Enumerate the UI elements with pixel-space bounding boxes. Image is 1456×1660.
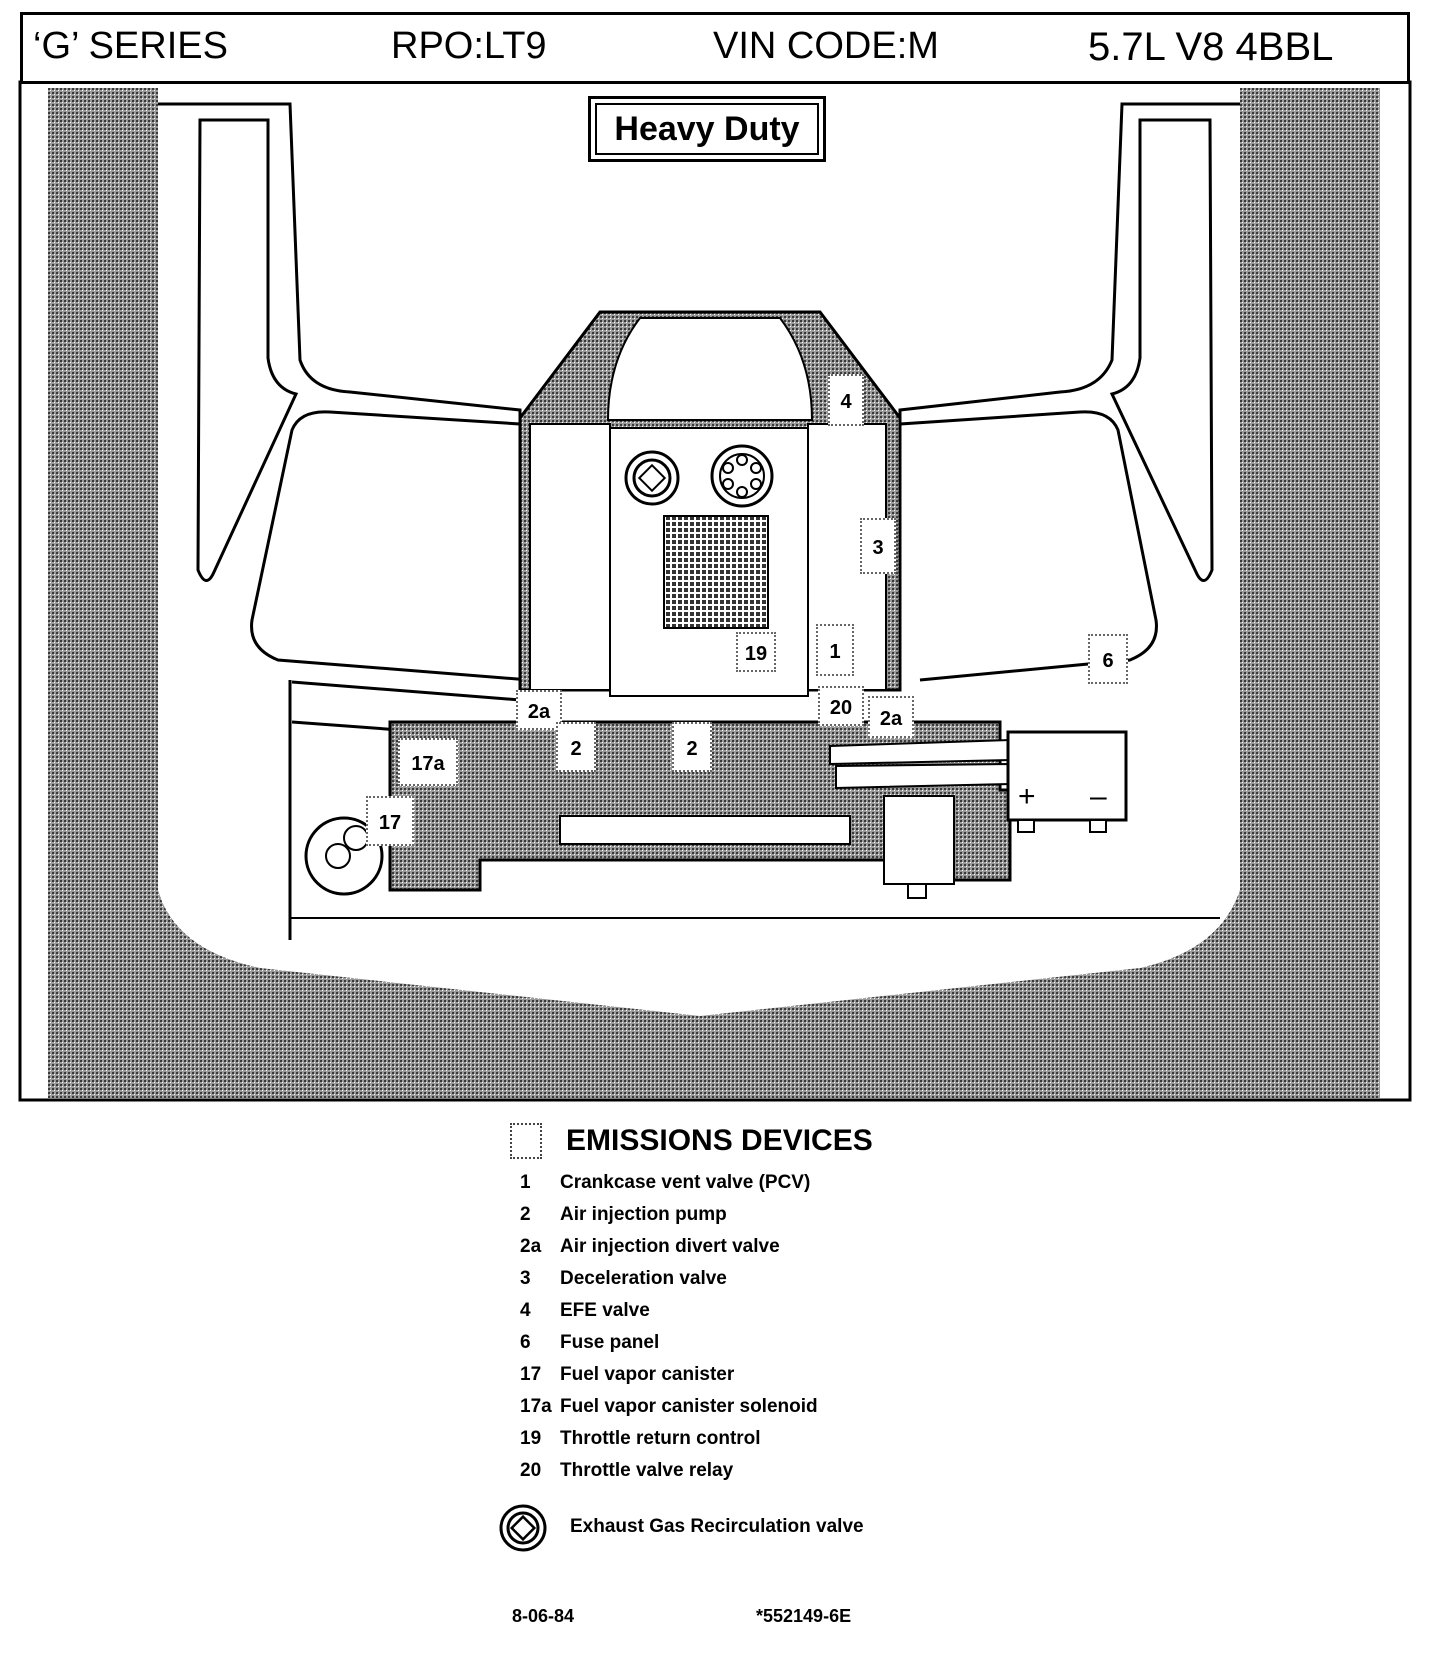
battery-plus-sign: + xyxy=(1018,780,1036,813)
legend-egr-label: Exhaust Gas Recirculation valve xyxy=(570,1516,864,1537)
left-fender-inner xyxy=(196,118,299,582)
header-bar: ‘G’ SERIES RPO:LT9 VIN CODE:M 5.7L V8 4B… xyxy=(20,12,1410,84)
egr-valve-icon xyxy=(624,450,680,506)
lower-bar xyxy=(559,815,851,845)
alternator-stub xyxy=(907,883,927,899)
carburetor-grid xyxy=(663,515,769,629)
tag-3: 3 xyxy=(860,518,896,574)
engine-label: 5.7L V8 4BBL xyxy=(1088,25,1334,69)
engine-compartment-diagram xyxy=(18,80,1412,1102)
tag-1: 1 xyxy=(816,624,854,676)
rpo-label: RPO:LT9 xyxy=(391,25,547,67)
radiator-support-line xyxy=(288,680,521,940)
legend-title: EMISSIONS DEVICES xyxy=(566,1124,873,1157)
tag-19: 19 xyxy=(736,632,776,672)
battery-post-right xyxy=(1089,819,1107,833)
left-fender xyxy=(158,102,531,682)
battery-body xyxy=(1006,730,1128,822)
legend-egr-icon xyxy=(499,1504,547,1552)
tag-20: 20 xyxy=(818,686,864,726)
vin-code-label: VIN CODE:M xyxy=(713,25,939,67)
heavy-duty-callout: Heavy Duty xyxy=(588,96,826,162)
footer-date: 8-06-84 xyxy=(512,1606,575,1626)
tag-6: 6 xyxy=(1088,634,1128,684)
air-cleaner-dome xyxy=(606,317,814,421)
distributor-icon xyxy=(710,444,774,508)
right-fender-inner xyxy=(1109,118,1214,582)
footer-code: *552149-6E xyxy=(756,1606,852,1626)
alternator-body xyxy=(883,795,955,885)
tag-2a-left: 2a xyxy=(516,690,562,730)
fuel-vapor-canister-icon xyxy=(304,816,384,896)
battery-minus-sign: – xyxy=(1090,780,1107,813)
tag-17: 17 xyxy=(366,796,414,846)
body-shading xyxy=(48,88,1380,1098)
legend-swatch xyxy=(510,1123,542,1159)
tag-17a: 17a xyxy=(398,738,458,786)
tag-2a-right: 2a xyxy=(868,696,914,738)
battery-post-left xyxy=(1017,819,1035,833)
series-label: ‘G’ SERIES xyxy=(33,25,228,67)
tag-2-right: 2 xyxy=(672,722,712,772)
engine-left-panel xyxy=(529,423,611,691)
tag-2-left: 2 xyxy=(556,722,596,772)
tag-4: 4 xyxy=(828,374,864,426)
right-fender xyxy=(898,102,1240,682)
